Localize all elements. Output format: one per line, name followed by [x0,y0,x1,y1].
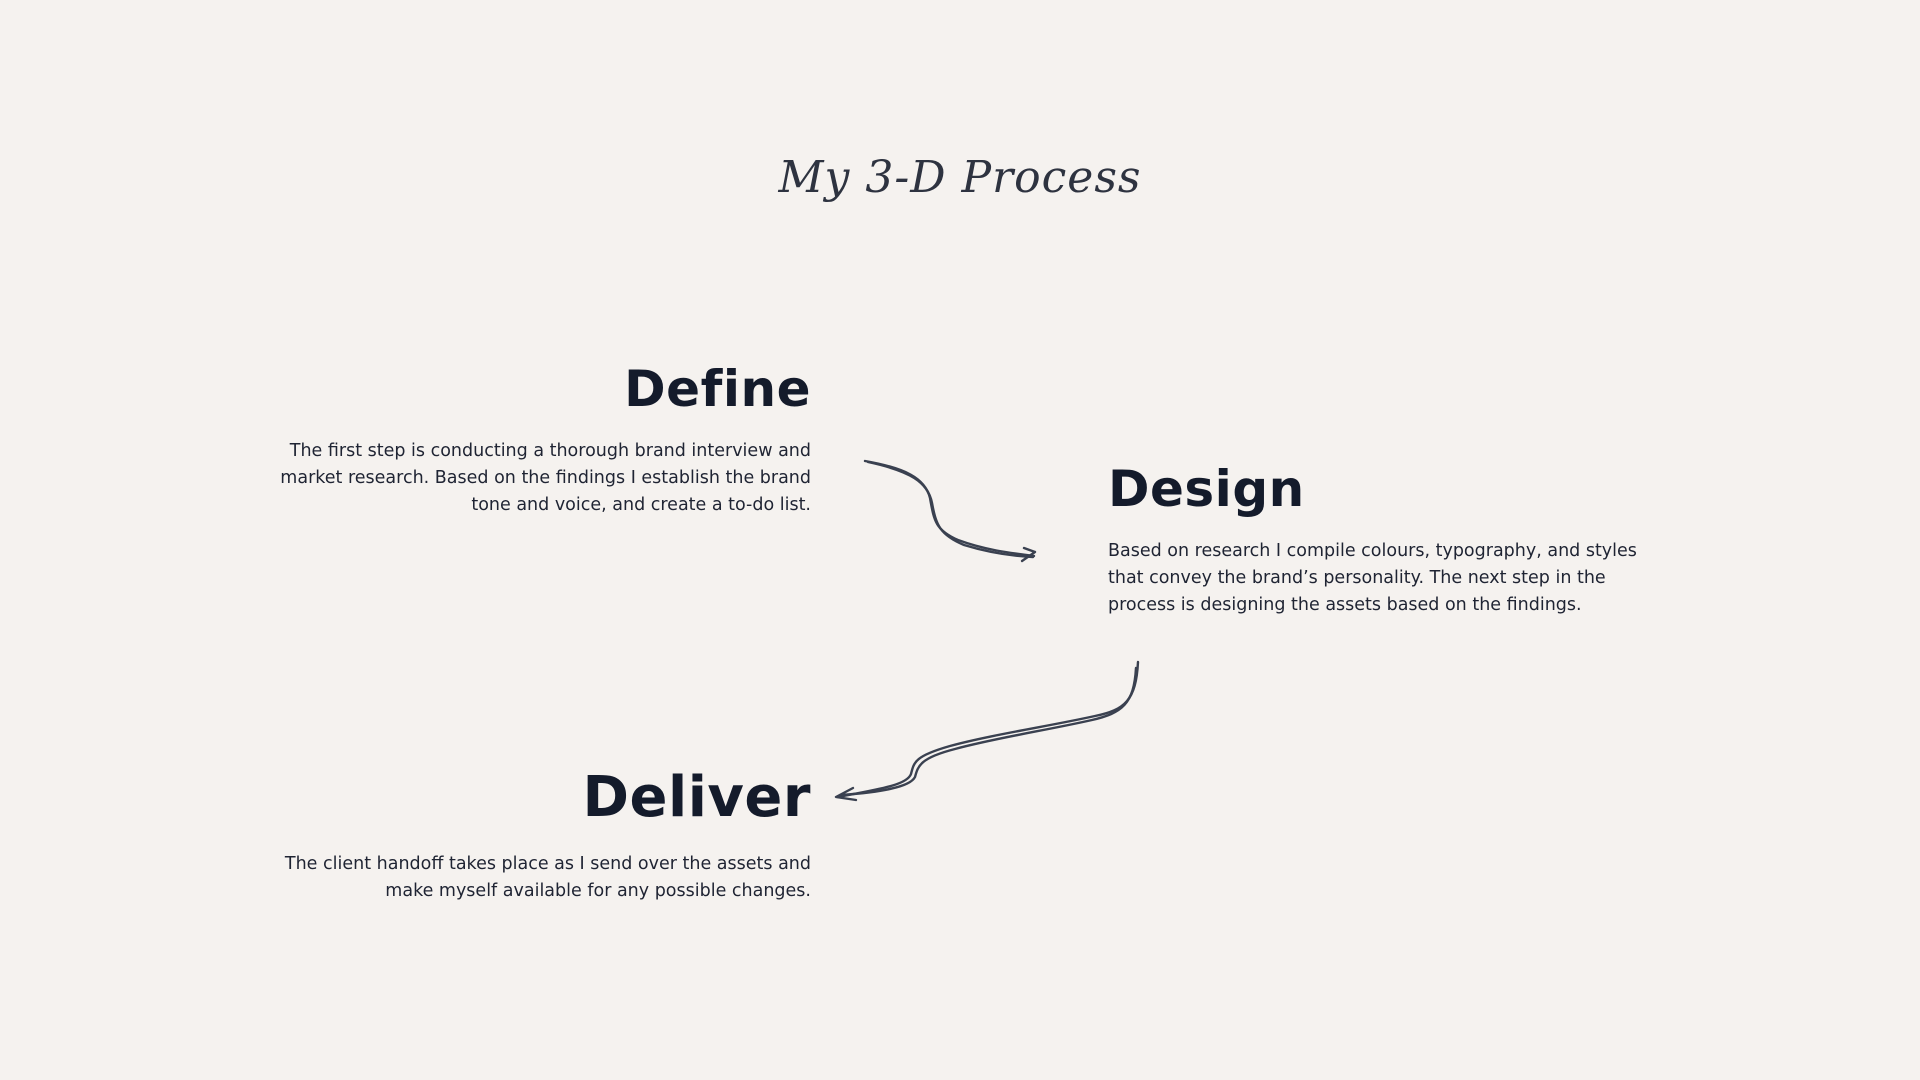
page-title: My 3-D Process [778,152,1142,203]
design-to-deliver-arrow-icon [834,660,1140,802]
design-description: Based on research I compile colours, typ… [1108,541,1637,615]
deliver-heading: Deliver [582,765,811,830]
deliver-description: The client handoff takes place as I send… [284,854,811,901]
define-to-design-arrow-icon [863,459,1037,563]
define-heading: Define [624,360,811,418]
define-description: The first step is conducting a thorough … [280,441,811,515]
design-heading: Design [1108,460,1305,518]
